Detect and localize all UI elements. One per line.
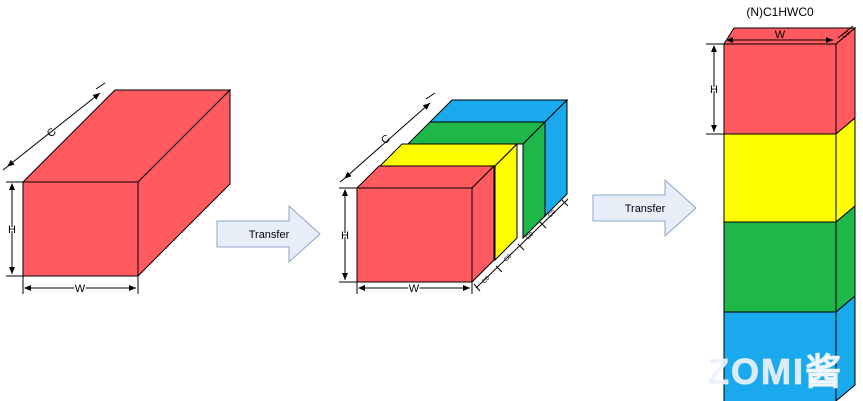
source-c-label: C	[45, 126, 59, 140]
watermark-logo: ZOMI酱	[707, 351, 843, 392]
cuboid-front-face	[22, 181, 139, 277]
stack-block-green	[723, 221, 837, 313]
stack-block-red	[723, 43, 837, 135]
c0-label-4: C0	[547, 209, 557, 219]
split-c-label: C	[379, 133, 393, 147]
nc1hwc0-stack	[723, 26, 857, 401]
stack-side-yellow	[835, 116, 856, 224]
red-block-front	[356, 187, 473, 283]
stack-side-red	[835, 26, 856, 136]
red-block-top	[355, 165, 496, 189]
green-block-top	[406, 121, 547, 145]
transfer-label-1: Transfer	[249, 229, 290, 241]
stack-dimension-lines	[706, 25, 854, 135]
stack-h-label: H	[710, 84, 718, 96]
layout-title: (N)C1HWC0	[746, 5, 814, 19]
source-dimension-lines	[2, 82, 139, 294]
c0-label-2: C0	[503, 253, 513, 263]
split-tensor-cuboid	[355, 98, 569, 284]
stack-block-yellow	[723, 133, 837, 223]
c0-label-1: C0	[481, 275, 491, 285]
split-dimension-lines	[339, 92, 569, 294]
stack-block-blue	[723, 311, 837, 401]
blue-block-top	[428, 99, 569, 123]
c0-label-3: C0	[525, 231, 535, 241]
stack-side-green	[835, 204, 856, 314]
stack-c0-label: C0	[841, 30, 851, 40]
source-tensor-cuboid	[21, 88, 232, 278]
transfer-arrow-2: Transfer	[592, 178, 697, 238]
split-w-label: W	[409, 283, 420, 295]
transfer-arrow-1: Transfer	[216, 204, 321, 264]
source-h-label: H	[8, 224, 16, 236]
stack-w-label: W	[775, 29, 786, 41]
source-w-label: W	[75, 283, 86, 295]
yellow-block-top	[378, 143, 519, 167]
green-block-side	[522, 120, 546, 240]
transfer-label-2: Transfer	[625, 203, 666, 215]
split-h-label: H	[341, 230, 349, 242]
yellow-block-side	[494, 142, 518, 262]
stack-top-face	[723, 27, 857, 45]
